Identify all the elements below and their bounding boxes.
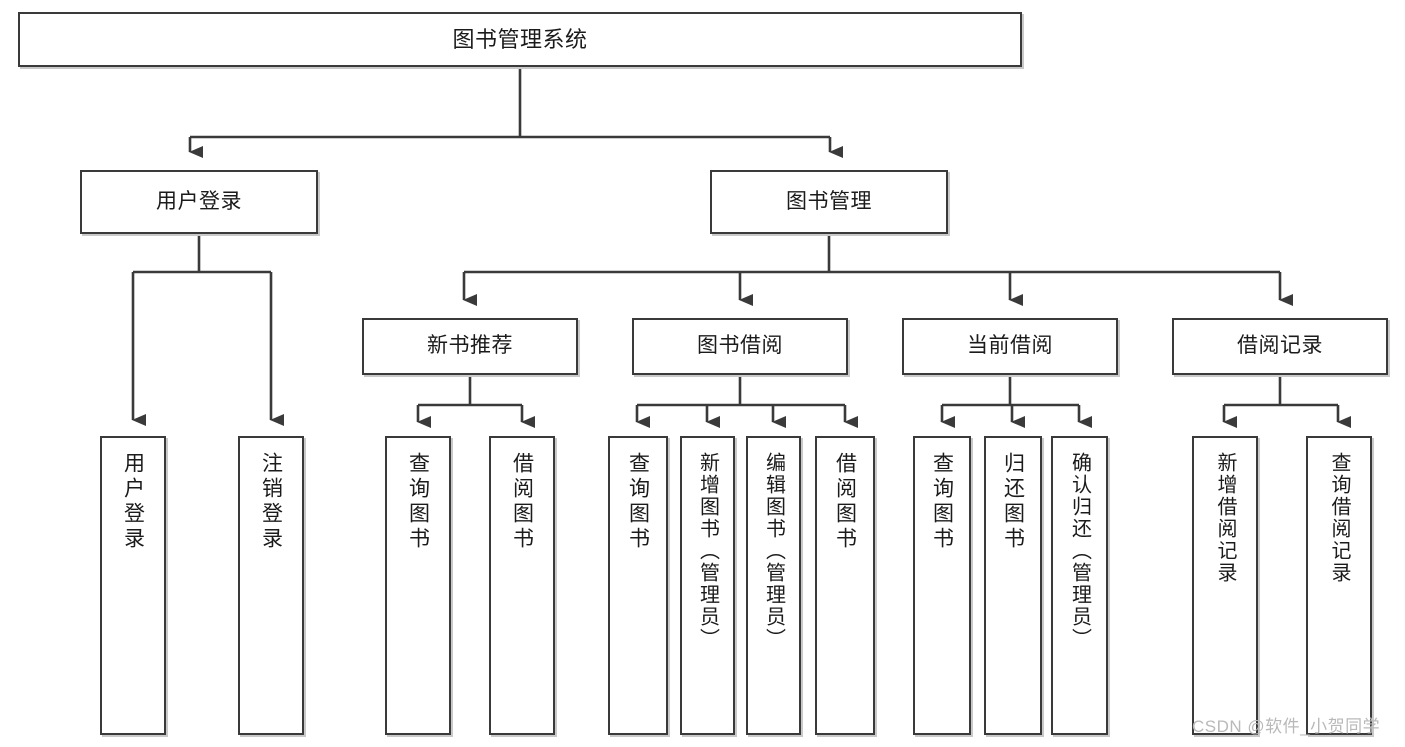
leaf-return-book[interactable]: 归还图书	[984, 436, 1042, 735]
node-label: 注销登录	[259, 452, 283, 552]
leaf-add-book-admin[interactable]: 新增图书（管理员）	[680, 436, 735, 735]
node-current-borrow[interactable]: 当前借阅	[902, 318, 1118, 375]
node-book-borrow[interactable]: 图书借阅	[632, 318, 848, 375]
leaf-query-book-current[interactable]: 查询图书	[913, 436, 971, 735]
node-new-book-recommend[interactable]: 新书推荐	[362, 318, 578, 375]
leaf-query-book[interactable]: 查询图书	[608, 436, 668, 735]
node-label: 查询图书	[930, 452, 954, 552]
node-label: 图书管理系统	[452, 26, 588, 52]
leaf-query-borrow-record[interactable]: 查询借阅记录	[1306, 436, 1372, 735]
leaf-borrow-book-recommend[interactable]: 借阅图书	[489, 436, 555, 735]
node-label: 查询借阅记录	[1328, 452, 1350, 584]
node-borrow-record[interactable]: 借阅记录	[1172, 318, 1388, 375]
watermark: CSDN @软件_小贺同学	[1192, 717, 1381, 736]
node-label: 用户登录	[156, 189, 242, 213]
node-user-login[interactable]: 用户登录	[80, 170, 318, 234]
node-label: 确认归还（管理员）	[1068, 452, 1091, 650]
leaf-borrow-book[interactable]: 借阅图书	[815, 436, 875, 735]
node-label: 借阅记录	[1237, 334, 1323, 358]
node-label: 查询图书	[626, 452, 650, 552]
leaf-query-book-recommend[interactable]: 查询图书	[385, 436, 451, 735]
node-label: 当前借阅	[967, 334, 1053, 358]
node-label: 查询图书	[406, 452, 430, 552]
node-label: 编辑图书（管理员）	[762, 452, 785, 650]
node-root-system[interactable]: 图书管理系统	[18, 12, 1022, 67]
leaf-confirm-return-admin[interactable]: 确认归还（管理员）	[1051, 436, 1108, 735]
node-label: 图书管理	[786, 189, 872, 213]
node-book-management[interactable]: 图书管理	[710, 170, 948, 234]
node-label: 用户登录	[121, 452, 145, 552]
node-label: 新增图书（管理员）	[696, 452, 719, 650]
leaf-user-logout[interactable]: 注销登录	[238, 436, 304, 735]
node-label: 图书借阅	[697, 334, 783, 358]
leaf-user-login[interactable]: 用户登录	[100, 436, 166, 735]
leaf-edit-book-admin[interactable]: 编辑图书（管理员）	[746, 436, 801, 735]
node-label: 新增借阅记录	[1214, 452, 1236, 584]
node-label: 新书推荐	[427, 334, 513, 358]
node-label: 借阅图书	[510, 452, 534, 552]
leaf-add-borrow-record[interactable]: 新增借阅记录	[1192, 436, 1258, 735]
node-label: 借阅图书	[833, 452, 857, 552]
node-label: 归还图书	[1001, 452, 1025, 552]
